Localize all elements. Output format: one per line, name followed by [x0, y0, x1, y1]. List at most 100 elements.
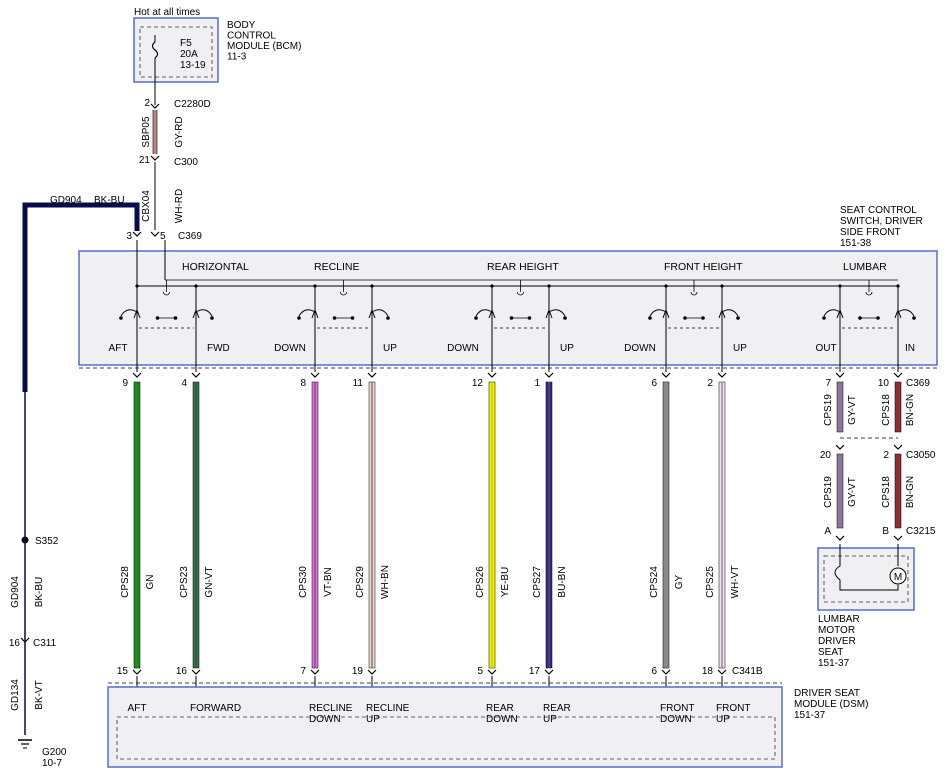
circuit-label: GD904 — [50, 195, 82, 206]
wire-cps18 — [894, 381, 902, 433]
connector-label: C369 — [178, 231, 202, 242]
wire-top-chevron-icon — [367, 372, 377, 378]
pin-label: 5 — [477, 666, 483, 677]
wire-bottom-chevron-icon — [191, 669, 201, 675]
wire-top-chevron-icon — [835, 372, 845, 378]
switch-header: REAR HEIGHT — [487, 261, 559, 273]
color-code-label: GY-VT — [847, 395, 858, 425]
splice-label: S352 — [35, 536, 59, 547]
switch-contact-icon — [721, 309, 739, 317]
wire-motor-chevron-icon — [893, 535, 903, 541]
switch-title-line: SIDE FRONT — [840, 227, 901, 238]
switch-position-label: UP — [733, 343, 747, 354]
wire-bottom-chevron-icon — [717, 669, 727, 675]
circuit-label: CBX04 — [141, 190, 152, 222]
c300-chevron-icon — [150, 155, 160, 161]
switch-contact-icon — [195, 309, 213, 317]
ground-id: G200 — [42, 747, 67, 758]
pin-label: 12 — [472, 378, 484, 389]
pin-label: 2 — [883, 450, 889, 461]
fuse-ref: 13-19 — [180, 60, 206, 71]
crossover-icon — [340, 291, 347, 296]
wire-sbp05 — [153, 110, 157, 154]
circuit-label: CPS30 — [298, 566, 309, 598]
wire-top-chevron-icon — [893, 372, 903, 378]
motor-icon — [889, 567, 907, 585]
wire-top-chevron-icon — [661, 372, 671, 378]
contact-dot — [563, 316, 567, 320]
pin-label: 10 — [878, 378, 890, 389]
pin-label: 2 — [144, 98, 150, 109]
switch-arrow-icon — [192, 308, 200, 319]
switch-contact-icon — [475, 309, 493, 317]
connector-label: C341B — [732, 666, 763, 677]
contact-dot — [822, 316, 826, 320]
circuit-label: CPS19 — [823, 476, 834, 508]
wire-bottom-chevron-icon — [544, 669, 554, 675]
ground-ref: 10-7 — [42, 758, 62, 769]
color-code-label: GN-VT — [204, 566, 215, 597]
color-code-label: GY-VT — [847, 477, 858, 507]
wire-mid-chevron-icon — [835, 444, 845, 450]
c369-chevron-icon — [150, 231, 160, 237]
lumbar-title-line: DRIVER — [818, 636, 856, 647]
switch-contact-icon — [371, 309, 389, 317]
pin-label: 8 — [300, 378, 306, 389]
switch-position-label: DOWN — [624, 343, 656, 354]
circuit-label: CPS18 — [881, 476, 892, 508]
circuit-label: CPS28 — [120, 566, 131, 598]
junction-dot — [370, 284, 374, 288]
switch-arrow-icon — [662, 308, 670, 319]
fuse-icon — [151, 41, 159, 59]
lumbar-title-line: LUMBAR — [818, 614, 860, 625]
crossover-icon — [517, 291, 524, 296]
switch-position-label: FWD — [207, 343, 230, 354]
pin-label: B — [882, 526, 889, 537]
dsm-title-line: DRIVER SEAT — [794, 688, 860, 699]
junction-dot — [664, 284, 668, 288]
crossover-icon — [163, 291, 170, 296]
circuit-label: CPS19 — [823, 394, 834, 426]
wire-top-chevron-icon — [132, 372, 142, 378]
pin-label: 4 — [181, 378, 187, 389]
pin-label: 1 — [534, 378, 540, 389]
switch-arrow-icon — [368, 308, 376, 319]
connector-label: C2280D — [174, 99, 211, 110]
dsm-pin-label: DOWN — [660, 714, 692, 725]
dsm-pin-label: UP — [366, 714, 380, 725]
color-code-label: BK-BU — [34, 577, 45, 608]
connector-label: C300 — [174, 157, 198, 168]
junction-dot — [313, 284, 317, 288]
switch-header: LUMBAR — [843, 261, 887, 273]
switch-contact-icon — [649, 309, 667, 317]
pin-label: 16 — [176, 666, 188, 677]
wire-mid-chevron-icon — [893, 444, 903, 450]
pin-label: 17 — [529, 666, 541, 677]
dsm-inner-dash — [116, 716, 776, 760]
pin-label: 7 — [300, 666, 306, 677]
switch-position-label: UP — [383, 343, 397, 354]
junction-dot — [547, 284, 551, 288]
connector-label: C3050 — [906, 450, 936, 461]
color-code-label: YE-BU — [500, 567, 511, 598]
dsm-pin-label: FRONT — [716, 703, 750, 714]
pin-label: 9 — [122, 378, 128, 389]
dsm-pin-label: RECLINE — [366, 703, 410, 714]
lumbar-inner-dash — [823, 555, 909, 603]
dsm-pin-label: REAR — [486, 703, 514, 714]
wire-top-chevron-icon — [487, 372, 497, 378]
switch-title-line: SWITCH, DRIVER — [840, 216, 923, 227]
switch-arrow-icon — [311, 308, 319, 319]
switch-arrow-icon — [133, 308, 141, 319]
pin-label: 11 — [353, 378, 364, 389]
circuit-label: GD904 — [10, 576, 21, 608]
switch-arrow-icon — [545, 308, 553, 319]
color-code-label: WH-RD — [174, 189, 185, 223]
contact-dot — [210, 316, 214, 320]
circuit-label: CPS23 — [179, 566, 190, 598]
dsm-pin-label: UP — [543, 714, 557, 725]
lumbar-title-line: 151-37 — [818, 658, 850, 669]
bcm-inner-dash — [139, 26, 213, 78]
pin-label: 18 — [702, 666, 714, 677]
